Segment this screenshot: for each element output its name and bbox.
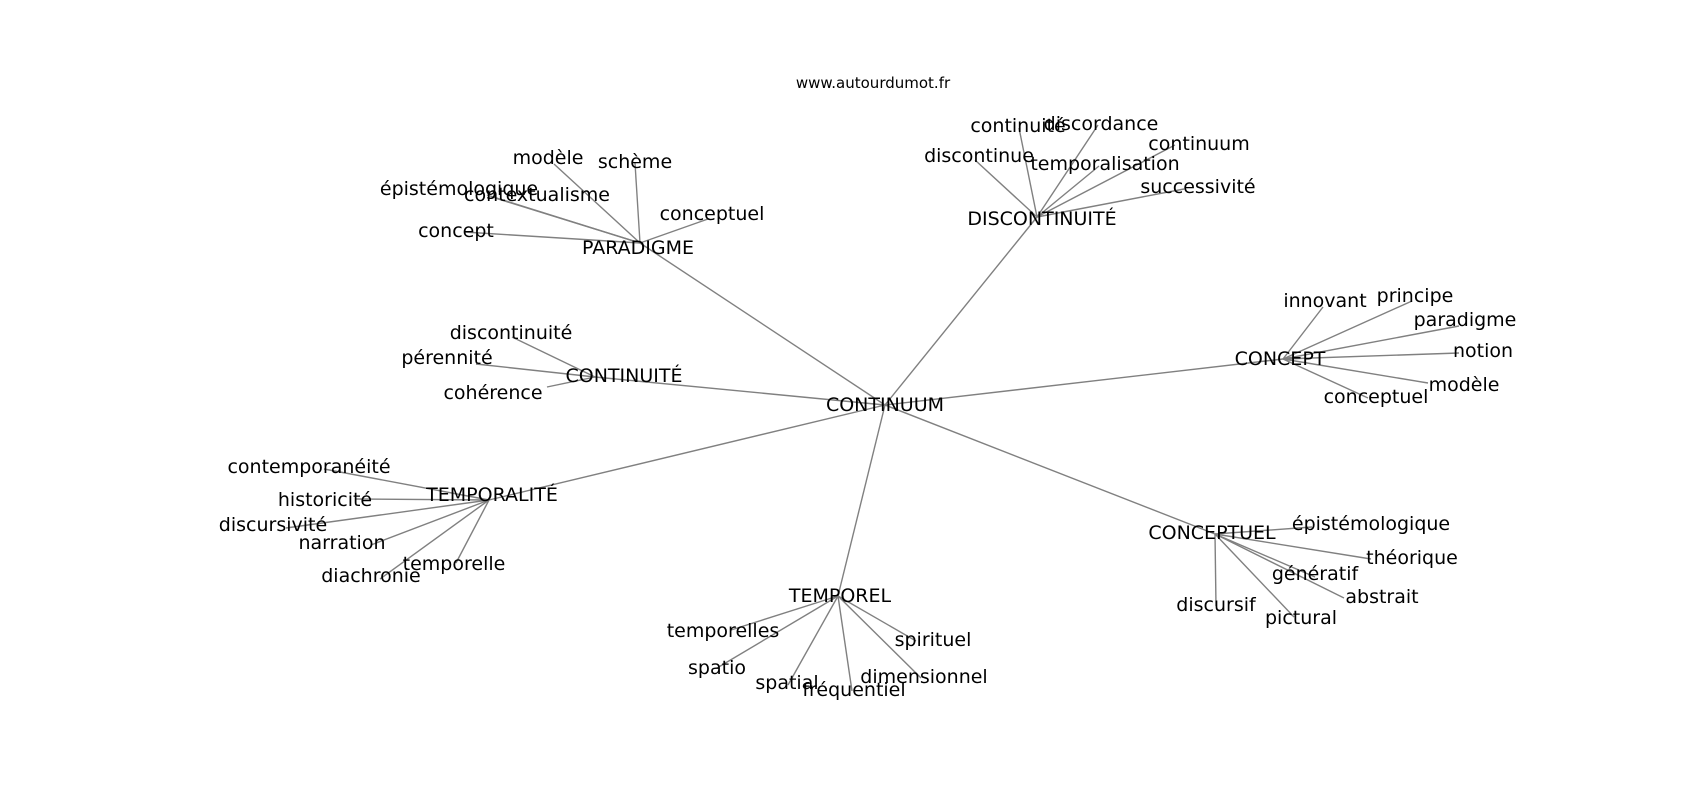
edge-concept-innovant	[1282, 306, 1324, 360]
hub-node-temporel: TEMPOREL	[788, 585, 892, 607]
edge-temporel-temporelles	[730, 595, 839, 631]
edge-discontinuite-discontinue	[974, 159, 1038, 218]
edge-conceptuel-generatif	[1214, 533, 1316, 578]
leaf-node-paradigme-contextualisme: contextualisme	[464, 184, 610, 206]
leaf-node-temporel-dimensionnel: dimensionnel	[860, 666, 987, 688]
leaf-node-discontinuite-discontinue: discontinue	[924, 145, 1034, 167]
edge-conceptuel-theorique	[1214, 533, 1372, 560]
leaf-node-concept-paradigme: paradigme	[1414, 309, 1517, 331]
edge-concept-paradigme	[1282, 325, 1460, 360]
leaf-node-temporalite-contemporaneite: contemporanéité	[227, 456, 390, 478]
edge-paradigme-scheme	[634, 162, 641, 244]
leaf-node-continuite-perennite: pérennité	[401, 347, 492, 369]
edge-conceptuel-pictural	[1214, 533, 1295, 618]
edge-continuite-perennite	[475, 363, 596, 378]
hub-node-conceptuel: CONCEPTUEL	[1148, 522, 1276, 544]
graph-labels: www.autourdumot.fr CONTINUUM PARADIGME mod…	[219, 74, 1517, 701]
hub-node-paradigme: PARADIGME	[582, 237, 694, 259]
hub-node-concept: CONCEPT	[1235, 348, 1326, 370]
edge-center-conceptuel	[884, 404, 1216, 535]
leaf-node-temporel-spatio: spatio	[688, 657, 746, 679]
leaf-node-temporalite-historicite: historicité	[278, 489, 372, 511]
edge-conceptuel-abstrait	[1214, 533, 1345, 599]
edge-temporel-spatial	[787, 595, 839, 686]
leaf-node-conceptuel-discursif: discursif	[1176, 594, 1257, 616]
leaf-node-conceptuel-epistemologique: épistémologique	[1292, 513, 1450, 535]
edge-concept-modele	[1282, 358, 1429, 384]
leaf-node-concept-modele: modèle	[1429, 374, 1500, 396]
leaf-node-discontinuite-continuum: continuum	[1148, 133, 1249, 155]
edge-discontinuite-temporalisation	[1036, 165, 1100, 218]
center-node-continuum: CONTINUUM	[826, 394, 944, 416]
leaf-node-temporel-temporelles: temporelles	[667, 620, 780, 642]
edge-discontinuite-continuum	[1036, 144, 1176, 218]
edge-temporalite-contemporaneite	[323, 468, 490, 501]
edge-temporel-spatio	[716, 595, 839, 669]
leaf-node-concept-principe: principe	[1377, 285, 1454, 307]
edge-paradigme-contextualisme	[494, 197, 641, 244]
hub-node-discontinuite: DISCONTINUITÉ	[967, 207, 1116, 230]
edge-conceptuel-epistemologique	[1214, 526, 1313, 535]
edge-temporel-frequentiel	[837, 595, 853, 692]
edge-paradigme-modele	[553, 163, 641, 244]
edge-temporalite-discursivite	[285, 499, 490, 529]
edge-temporel-spirituel	[837, 595, 917, 642]
leaf-node-concept-innovant: innovant	[1283, 290, 1366, 312]
source-site-label: www.autourdumot.fr	[796, 74, 951, 92]
edge-temporalite-temporelle	[455, 499, 490, 564]
leaf-node-temporalite-diachronie: diachronie	[321, 565, 421, 587]
edge-center-paradigme	[639, 242, 886, 406]
leaf-node-temporalite-narration: narration	[298, 532, 385, 554]
leaf-node-discontinuite-temporalisation: temporalisation	[1030, 153, 1179, 175]
leaf-node-discontinuite-continuite: continuité	[970, 115, 1065, 137]
leaf-node-concept-notion: notion	[1453, 340, 1513, 362]
leaf-node-conceptuel-theorique: théorique	[1366, 547, 1458, 569]
edge-paradigme-concept	[463, 231, 641, 244]
leaf-node-paradigme-concept: concept	[418, 220, 494, 242]
leaf-node-conceptuel-generatif: génératif	[1272, 563, 1360, 585]
edge-concept-principe	[1282, 300, 1413, 360]
leaf-node-paradigme-conceptuel: conceptuel	[660, 203, 765, 225]
edge-paradigme-conceptuel	[639, 218, 709, 244]
edge-discontinuite-discordance	[1036, 124, 1099, 218]
hub-node-continuite: CONTINUITÉ	[566, 364, 683, 387]
edge-center-temporel	[837, 404, 886, 597]
hub-node-temporalite: TEMPORALITÉ	[425, 483, 558, 506]
edge-concept-conceptuel	[1282, 358, 1369, 399]
edge-continuite-coherence	[546, 376, 596, 388]
edge-conceptuel-discursif	[1214, 533, 1217, 607]
leaf-node-paradigme-scheme: schème	[598, 151, 672, 173]
leaf-node-temporel-spatial: spatial	[755, 672, 818, 694]
leaf-node-paradigme-epistemologique: épistémologique	[380, 178, 538, 200]
edge-center-discontinuite	[884, 216, 1038, 406]
leaf-node-conceptuel-pictural: pictural	[1265, 607, 1337, 629]
leaf-node-temporalite-temporelle: temporelle	[403, 553, 506, 575]
edge-center-concept	[884, 358, 1284, 406]
edge-discontinuite-successivite	[1036, 188, 1185, 218]
edge-center-continuite	[594, 376, 886, 406]
edge-continuite-discontinuite	[511, 336, 596, 378]
edge-temporel-dimensionnel	[837, 595, 922, 679]
leaf-node-paradigme-modele: modèle	[513, 147, 584, 169]
edge-temporalite-diachronie	[379, 499, 490, 580]
leaf-node-conceptuel-abstrait: abstrait	[1345, 586, 1418, 608]
leaf-node-concept-conceptuel: conceptuel	[1324, 386, 1429, 408]
leaf-node-temporel-frequentiel: fréquentiel	[802, 679, 905, 701]
edge-temporalite-historicite	[355, 498, 490, 501]
edge-center-temporalite	[488, 404, 886, 501]
leaf-node-continuite-discontinuite: discontinuité	[450, 322, 573, 344]
edge-concept-notion	[1282, 352, 1460, 360]
graph-edges	[285, 124, 1460, 692]
edge-temporalite-narration	[370, 499, 490, 546]
leaf-node-discontinuite-discordance: discordance	[1044, 113, 1159, 135]
leaf-node-temporel-spirituel: spirituel	[895, 629, 972, 651]
leaf-node-temporalite-discursivite: discursivité	[219, 514, 327, 536]
edge-discontinuite-continuite	[1018, 127, 1038, 218]
leaf-node-discontinuite-successivite: successivité	[1140, 176, 1255, 198]
leaf-node-continuite-coherence: cohérence	[443, 382, 542, 404]
